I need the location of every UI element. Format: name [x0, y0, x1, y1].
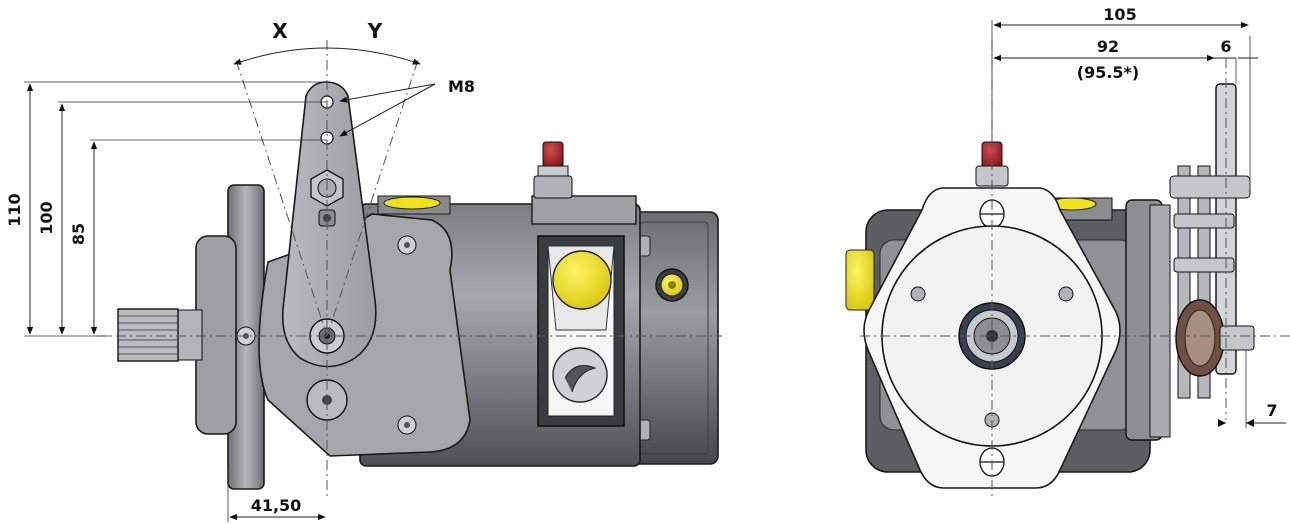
dim-6: 6 — [1220, 37, 1231, 56]
angle-label-x: X — [272, 19, 288, 43]
right-view: 105 92 (95.5*) 6 7 — [845, 5, 1290, 500]
dim-95-5-alt: (95.5*) — [1077, 63, 1139, 82]
dim-92: 92 — [1097, 37, 1119, 56]
top-block — [531, 195, 637, 225]
dim-85: 85 — [69, 223, 88, 245]
spline-shaft — [117, 308, 179, 362]
dim-41-50: 41,50 — [251, 496, 302, 515]
angle-label-y: Y — [367, 19, 383, 43]
thread-label-m8: M8 — [448, 77, 475, 96]
dim-110: 110 — [5, 193, 24, 226]
red-cap-left — [542, 141, 564, 169]
yellow-plug-large — [552, 250, 612, 310]
left-view: X Y M8 110 100 85 41,50 — [5, 19, 722, 522]
dim-105: 105 — [1103, 5, 1136, 24]
dim-100: 100 — [37, 201, 56, 234]
dim-7: 7 — [1266, 401, 1277, 420]
